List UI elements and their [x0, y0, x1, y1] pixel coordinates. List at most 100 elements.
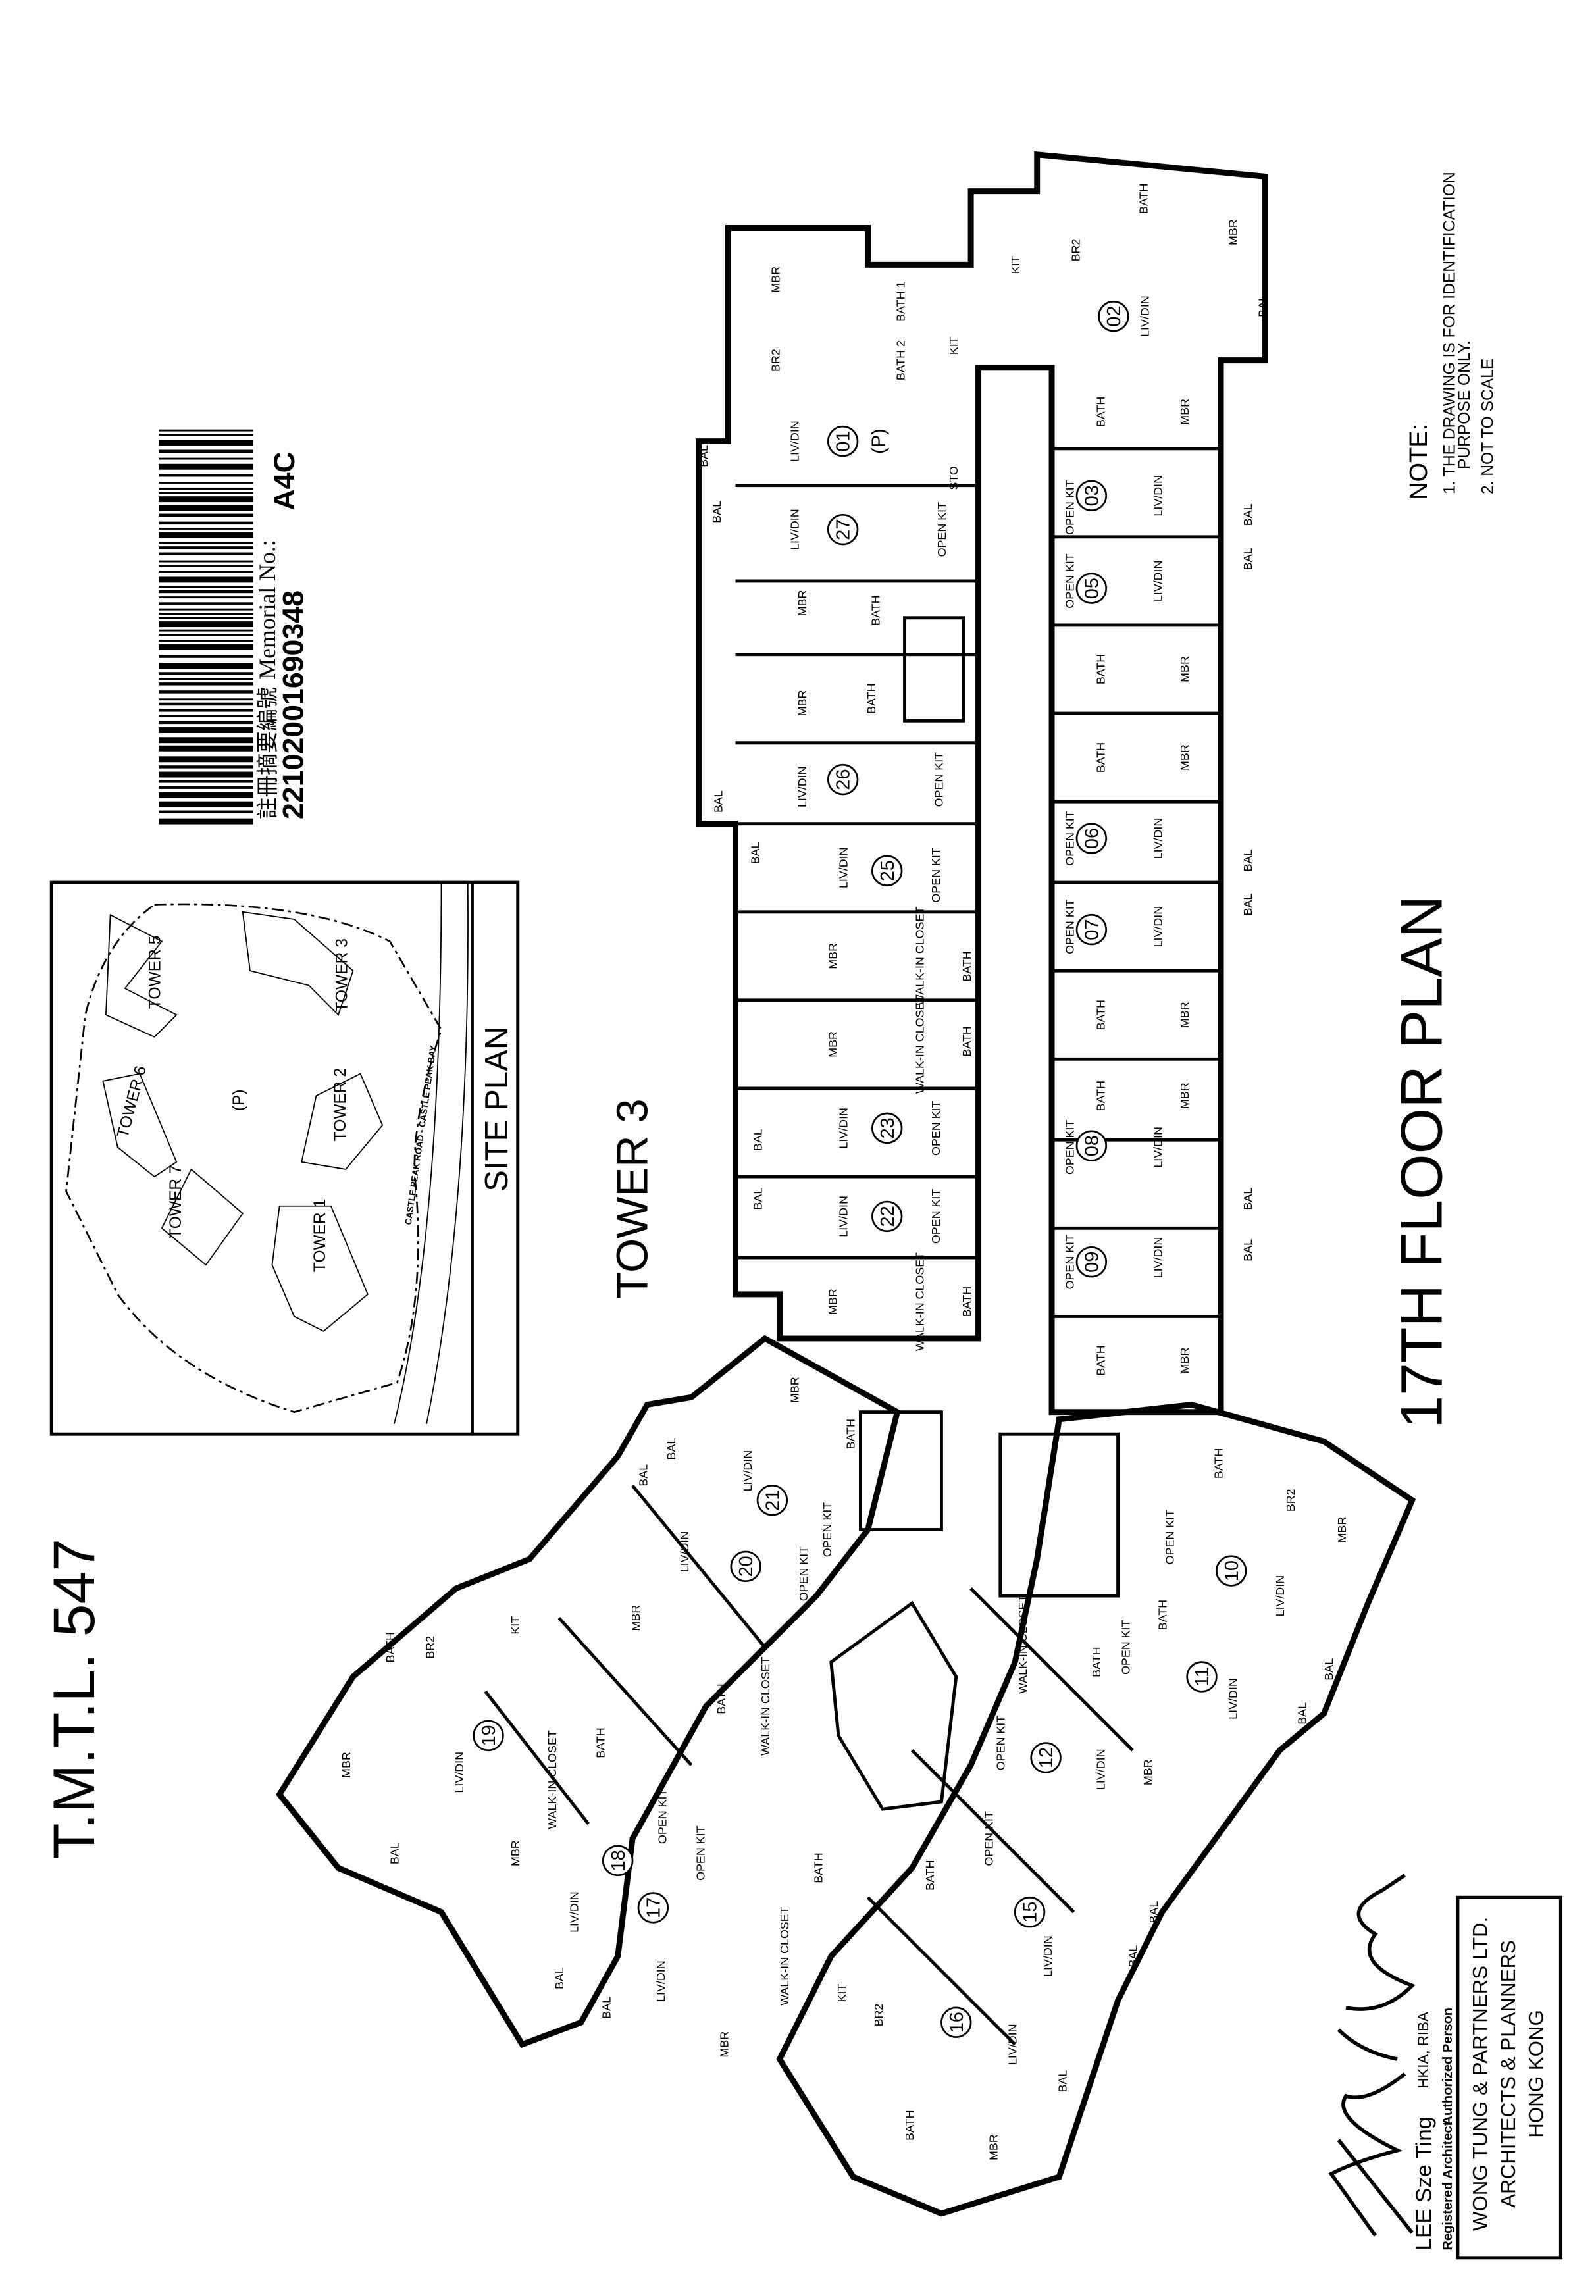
room-label-open-kit: OPEN KIT	[1064, 1235, 1077, 1290]
room-label-liv-din: LIV/DIN	[1152, 1237, 1165, 1279]
tower-label: TOWER 3	[607, 1098, 657, 1298]
unit-number-circle	[1014, 1896, 1046, 1928]
unit-number-circle	[871, 1112, 903, 1144]
unit-number-circle	[1075, 480, 1108, 511]
site-tower-label: TOWER 1	[311, 1199, 329, 1273]
unit-number: 15	[1020, 1901, 1041, 1922]
unit-number: 10	[1222, 1560, 1243, 1581]
room-label-liv-din: LIV/DIN	[1094, 1749, 1108, 1791]
room-label-open-kit: OPEN KIT	[983, 1811, 996, 1866]
unit-number: 05	[1081, 578, 1102, 599]
barcode-bar	[159, 617, 253, 619]
barcode-bar	[159, 737, 253, 744]
floor-plan-title: 17TH FLOOR PLAN	[1388, 896, 1454, 1429]
unit-number: 03	[1081, 485, 1102, 506]
unit-number: 19	[478, 1725, 500, 1746]
room-label-liv-din: LIV/DIN	[453, 1752, 466, 1793]
room-label-bath: BATH	[1090, 1646, 1103, 1677]
barcode-bar	[159, 482, 253, 484]
room-label-walk-in-closet: WALK-IN CLOSET	[759, 1656, 772, 1755]
barcode-bar	[159, 702, 253, 706]
barcode-bar	[159, 505, 253, 511]
room-label-bath: BATH	[1094, 1345, 1108, 1375]
unit-number-circle	[473, 1720, 504, 1752]
room-label-bal: BAL	[1241, 1188, 1254, 1210]
barcode-bar	[159, 640, 253, 642]
unit-number: 17	[643, 1897, 664, 1918]
unit-05: 05	[1075, 573, 1108, 604]
unit-number-circle	[1075, 823, 1108, 854]
room-label-mbr: MBR	[1178, 744, 1191, 771]
room-label-bath: BATH	[960, 951, 973, 981]
memorial-label-cn: 註冊摘要編號	[256, 687, 280, 819]
room-label-open-kit: OPEN KIT	[1064, 553, 1077, 609]
barcode-bar	[159, 602, 253, 605]
barcode-bar	[159, 596, 253, 599]
room-label-mbr: MBR	[796, 690, 809, 716]
lift-lobby	[859, 1410, 943, 1531]
room-label-open-kit: OPEN KIT	[994, 1716, 1008, 1771]
unit-10: 10	[1216, 1555, 1247, 1587]
unit-16: 16	[940, 2006, 972, 2038]
room-label-mbr: MBR	[827, 1288, 840, 1315]
room-label-bal: BAL	[1241, 503, 1254, 526]
room-label-open-kit: OPEN KIT	[694, 1825, 708, 1881]
room-label-mbr: MBR	[1227, 219, 1240, 245]
barcode-bar	[159, 672, 253, 675]
room-label-bal: BAL	[1322, 1658, 1335, 1681]
barcode-bar	[159, 765, 253, 769]
site-tower-label: TOWER 6	[114, 1064, 150, 1140]
room-label-mbr: MBR	[717, 2031, 731, 2058]
unit-number: 22	[877, 1206, 898, 1227]
barcode-bar	[159, 576, 253, 583]
room-label-open-kit: OPEN KIT	[1064, 480, 1077, 535]
room-label-mbr: MBR	[1178, 656, 1191, 682]
site-tower-5-outline	[105, 913, 178, 1038]
room-label-liv-din: LIV/DIN	[1152, 1127, 1165, 1168]
room-label-bal: BAL	[1241, 1239, 1254, 1262]
unit-number-circle	[1098, 300, 1129, 332]
barcode-bar	[159, 721, 253, 725]
room-label-mbr: MBR	[1141, 1759, 1154, 1785]
barcode-bar	[159, 613, 253, 615]
site-podium-label: (P)	[230, 1089, 248, 1111]
room-label-bal: BAL	[636, 1464, 650, 1487]
unit-number-circle	[730, 1550, 761, 1583]
room-label-open-kit: OPEN KIT	[935, 502, 948, 557]
unit-number-circle	[637, 1892, 669, 1924]
unit-17: 17	[637, 1892, 669, 1924]
room-label-kit: KIT	[1009, 255, 1022, 274]
room-label-walk-in-closet: WALK-IN CLOSET	[1016, 1595, 1029, 1694]
barcode-bar	[159, 818, 253, 825]
room-label-bath: BATH	[1212, 1448, 1225, 1479]
firm-box	[1456, 1895, 1562, 2260]
note-heading: NOTE:	[1405, 424, 1433, 500]
room-label-bath: BATH	[1137, 184, 1150, 214]
room-label-bath: BATH	[1094, 654, 1108, 684]
unit-number: (P)	[868, 428, 889, 454]
unit-18: 18	[602, 1845, 634, 1877]
unit-number-circle	[1075, 913, 1108, 946]
barcode-bar	[159, 727, 253, 733]
barcode-bar	[159, 715, 253, 717]
upper-wing-outline	[696, 151, 1268, 1416]
barcode-bar	[159, 756, 253, 763]
room-label-bal: BAL	[752, 1188, 765, 1210]
unit-number: 08	[1081, 1135, 1102, 1156]
room-label-liv-din: LIV/DIN	[1152, 906, 1165, 948]
room-label-bath: BATH	[1094, 1081, 1108, 1111]
room-label-bal: BAL	[1296, 1702, 1309, 1725]
room-label-mbr: MBR	[1178, 1002, 1191, 1028]
site-boundary	[65, 903, 442, 1414]
unit-number-circle	[1075, 573, 1108, 604]
site-tower-2-outline	[301, 1073, 384, 1170]
site-tower-label: TOWER 5	[147, 936, 165, 1009]
unit-23: 23	[871, 1112, 903, 1144]
unit-number-circle	[756, 1485, 788, 1516]
room-label-mbr: MBR	[987, 2134, 1000, 2160]
room-label-mbr: MBR	[1178, 399, 1191, 425]
room-label-liv-din: LIV/DIN	[837, 847, 850, 888]
site-tower-3-outline	[242, 911, 354, 1016]
unit-number-circle	[1030, 1742, 1062, 1773]
barcode-bar	[159, 546, 253, 549]
